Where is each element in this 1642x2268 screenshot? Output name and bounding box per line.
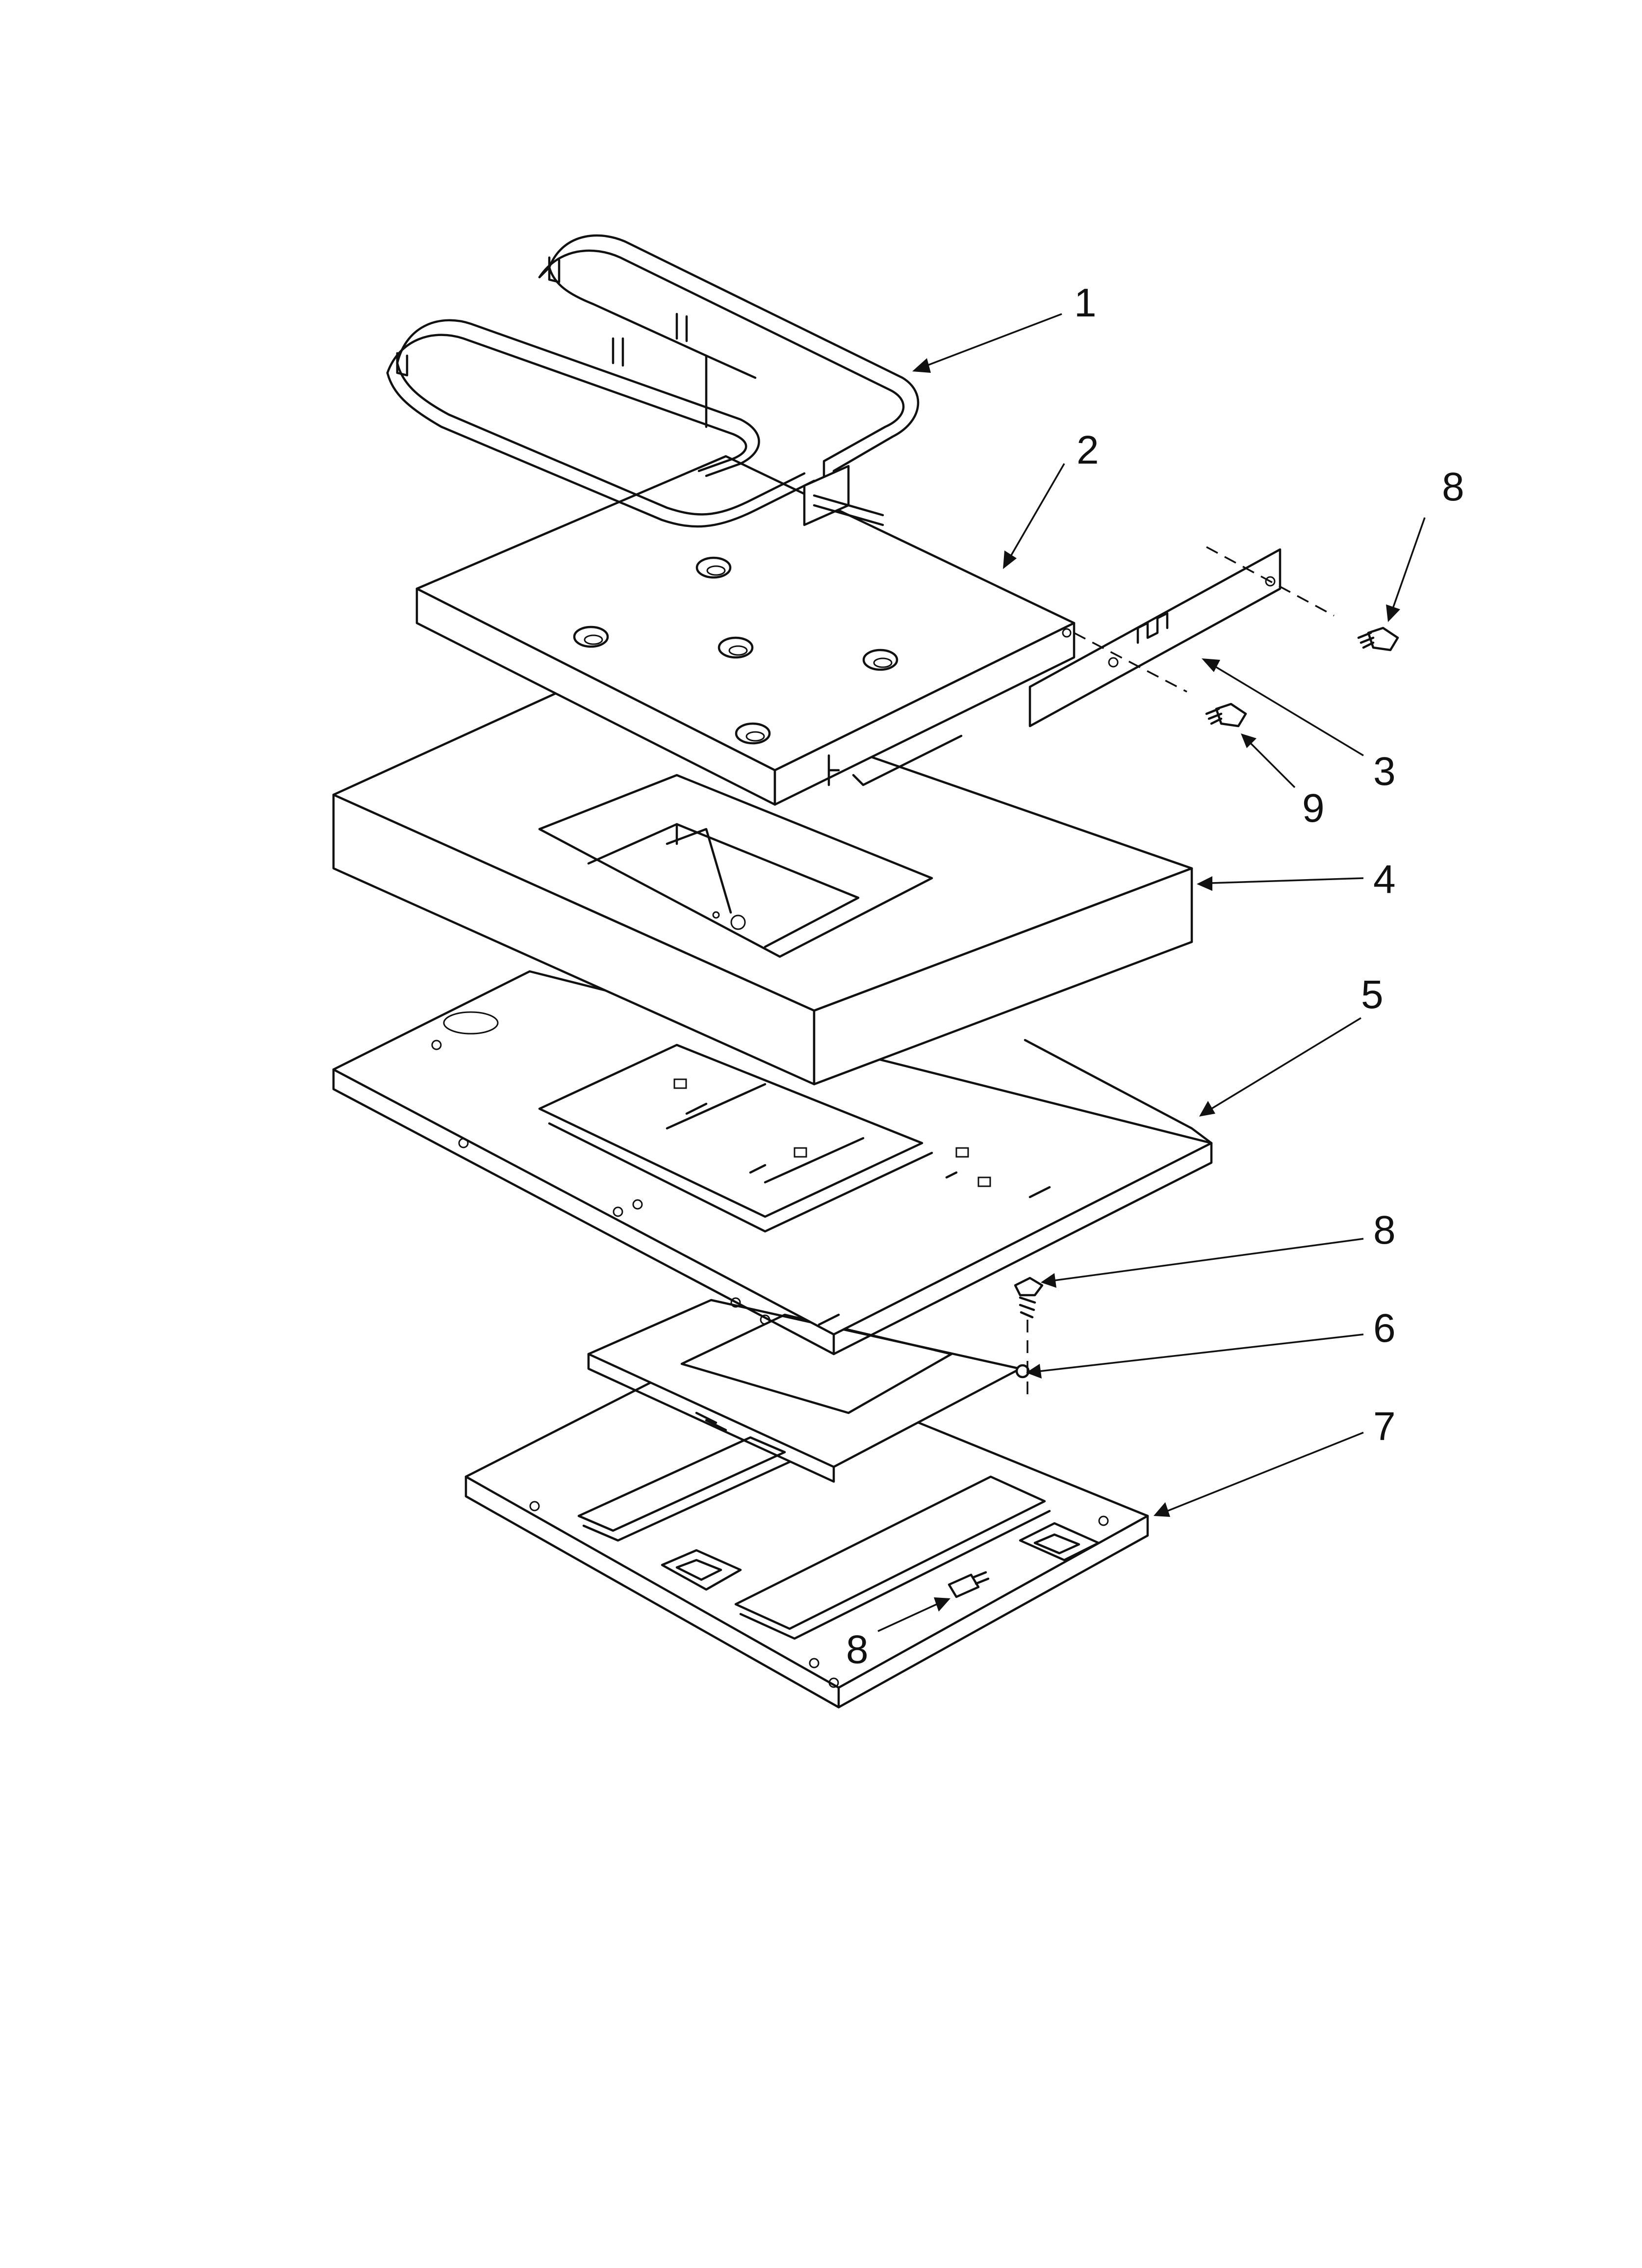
element-cover-plate <box>415 455 1076 806</box>
screw-lower <box>948 1571 990 1598</box>
terminal-bracket <box>1028 546 1334 728</box>
callout-5: 5 <box>1361 972 1384 1017</box>
callout-8-lower: 8 <box>846 1627 869 1672</box>
element-cover <box>587 1299 1030 1483</box>
insulation-block <box>332 666 1193 1086</box>
callout-8-upper-right: 8 <box>1442 465 1464 509</box>
callout-8-middle: 8 <box>1373 1208 1396 1252</box>
callout-labels: 1 2 3 4 5 6 7 8 8 8 9 <box>846 281 1464 1672</box>
screw-middle <box>1014 1277 1044 1398</box>
base-plate <box>464 1343 1149 1709</box>
screw-upper-right <box>1357 626 1399 652</box>
callout-1: 1 <box>1074 281 1097 325</box>
callout-4: 4 <box>1373 857 1396 902</box>
screw-bracket <box>1205 703 1247 728</box>
callout-2: 2 <box>1077 428 1099 472</box>
callout-3: 3 <box>1373 749 1396 794</box>
leader-lines <box>877 313 1426 1632</box>
callout-7: 7 <box>1373 1404 1396 1449</box>
callout-9: 9 <box>1302 786 1325 831</box>
oven-bottom-panel <box>332 970 1213 1356</box>
bake-element <box>386 234 920 528</box>
callout-6: 6 <box>1373 1306 1396 1351</box>
